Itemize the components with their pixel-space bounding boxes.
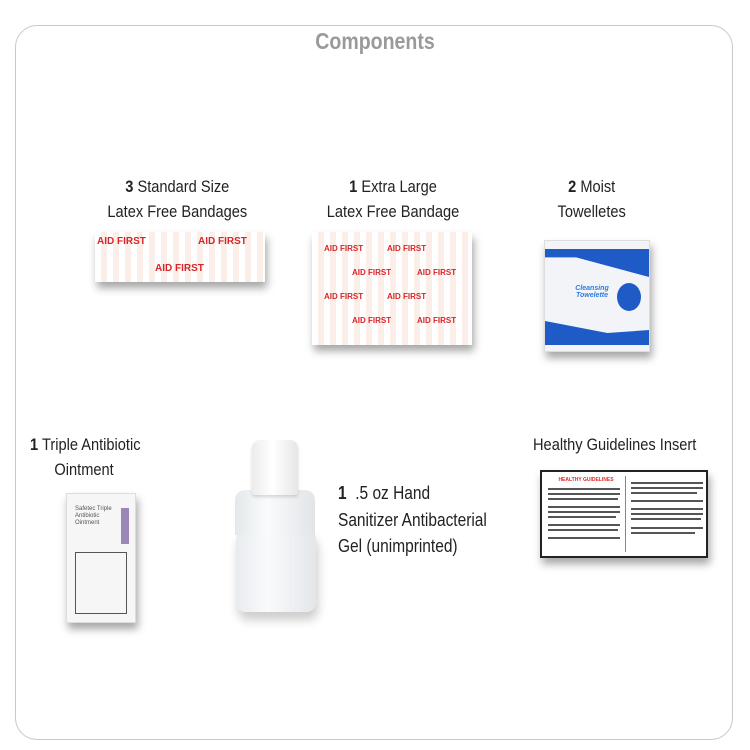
label-line: Moist [580,177,616,196]
label-line: Healthy Guidelines Insert [533,435,697,454]
label-insert: Healthy Guidelines Insert [533,432,733,457]
qty: 2 [568,177,577,196]
label-line: .5 oz Hand [355,483,431,503]
insert-heading: Healthy Guidelines [558,477,614,483]
qty: 1 [349,177,358,196]
bandage-print: AID FIRST [387,292,427,301]
qty: 1 [338,483,347,503]
label-ointment: 1 Triple Antibiotic Ointment [30,432,190,482]
label-line: Triple Antibiotic [41,435,141,454]
label-line: Gel (unimprinted) [338,536,458,556]
ointment-packet-icon: Safetec Triple Antibiotic Ointment [66,493,136,623]
bandage-print: AID FIRST [198,236,247,247]
sanitizer-bottle-icon [236,530,316,612]
label-line: Latex Free Bandage [326,202,460,221]
bandage-print: AID FIRST [387,244,427,253]
towelette-print: Cleansing Towelette [575,285,609,299]
qty: 1 [30,435,39,454]
label-line: Sanitizer Antibacterial [338,509,487,530]
bandage-print: AID FIRST [352,268,392,277]
qty: 3 [124,177,134,196]
bandage-icon: AID FIRST AID FIRST AID FIRST [95,232,265,282]
large-bandage-icon: AID FIRST AID FIRST AID FIRST AID FIRST … [312,232,472,345]
page-title: Components [315,28,435,54]
towelette-packet-icon: Cleansing Towelette [544,240,650,352]
sanitizer-bottle-shoulder [235,490,315,535]
label-line: Latex Free Bandages [107,202,247,221]
components-card [15,25,733,740]
bandage-print: AID FIRST [324,244,364,253]
label-line: Extra Large [361,177,437,196]
bandage-print: AID FIRST [324,292,364,301]
bandage-print: AID FIRST [352,316,392,325]
label-line: Towelletes [557,202,627,221]
label-line: Ointment [54,460,114,479]
label-line: Standard Size [137,177,230,196]
insert-leaflet-icon: Healthy Guidelines [540,470,708,558]
bandage-print: AID FIRST [417,268,457,277]
sanitizer-cap [252,440,298,495]
bandage-print: AID FIRST [155,263,204,274]
bandage-print: AID FIRST [417,316,457,325]
bandage-print: AID FIRST [97,236,146,247]
ointment-print: Safetec Triple Antibiotic Ointment [75,506,112,526]
